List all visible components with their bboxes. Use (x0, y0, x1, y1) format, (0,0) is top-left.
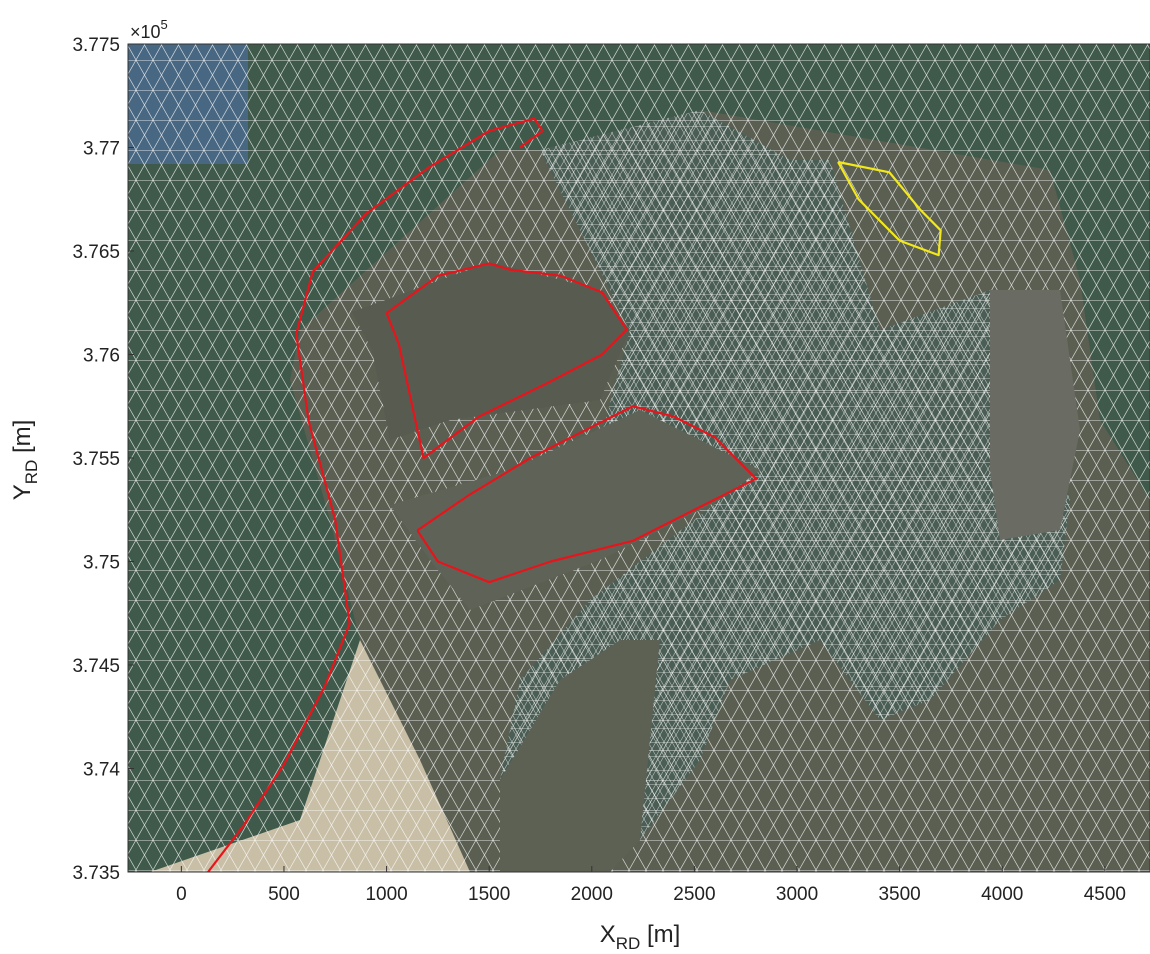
pier-1-land (352, 262, 630, 440)
x-tick-label: 3000 (776, 884, 818, 905)
x-tick-label: 4000 (981, 884, 1023, 905)
x-axis-ticks: 0 500 1000 1500 2000 2500 3000 3500 4000 4500 (176, 866, 1126, 905)
x-tick-label: 0 (176, 884, 187, 905)
y-tick-label: 3.74 (83, 760, 120, 781)
y-label-unit: [m] (9, 420, 36, 460)
pier-2-land (390, 410, 760, 610)
y-tick-label: 3.775 (72, 35, 120, 56)
x-tick-label: 1500 (468, 884, 510, 905)
x-tick-label: 1000 (365, 884, 407, 905)
y-label-main: Y (9, 484, 36, 500)
x-tick-label: 500 (268, 884, 300, 905)
y-axis-ticks: 3.735 3.74 3.745 3.75 3.755 3.76 3.765 3.77 3.77… (72, 35, 134, 884)
y-tick-label: 3.77 (83, 139, 120, 160)
x-axis-label: XRD [m] (600, 921, 681, 953)
boundary-lines (207, 117, 942, 872)
boundary-outer-breakwater-coast (207, 117, 544, 872)
y-axis-label: YRD [m] (9, 420, 41, 501)
y-tick-label: 3.735 (72, 863, 120, 884)
y-tick-label: 3.76 (83, 346, 120, 367)
x-tick-label: 3500 (878, 884, 920, 905)
y-tick-label: 3.765 (72, 242, 120, 263)
boundary-basin-pier-1 (385, 262, 628, 460)
y-multiplier: ×105 (130, 17, 168, 42)
pier-3-land (500, 640, 660, 872)
y-tick-label: 3.745 (72, 656, 120, 677)
east-land (990, 290, 1080, 540)
y-tick-label: 3.75 (83, 553, 120, 574)
plot-area (128, 44, 1150, 872)
x-tick-label: 2500 (673, 884, 715, 905)
y-multiplier-exponent: 5 (161, 17, 168, 32)
boundary-yellow-reclamation (837, 160, 942, 257)
y-label-sub: RD (22, 460, 41, 485)
x-tick-label: 2000 (571, 884, 613, 905)
y-tick-label: 3.755 (72, 449, 120, 470)
x-label-unit: [m] (640, 921, 680, 948)
x-tick-label: 4500 (1084, 884, 1126, 905)
boundary-basin-pier-2 (416, 405, 758, 584)
y-multiplier-base: ×10 (130, 22, 161, 42)
x-label-sub: RD (616, 934, 641, 953)
x-label-main: X (600, 921, 616, 948)
